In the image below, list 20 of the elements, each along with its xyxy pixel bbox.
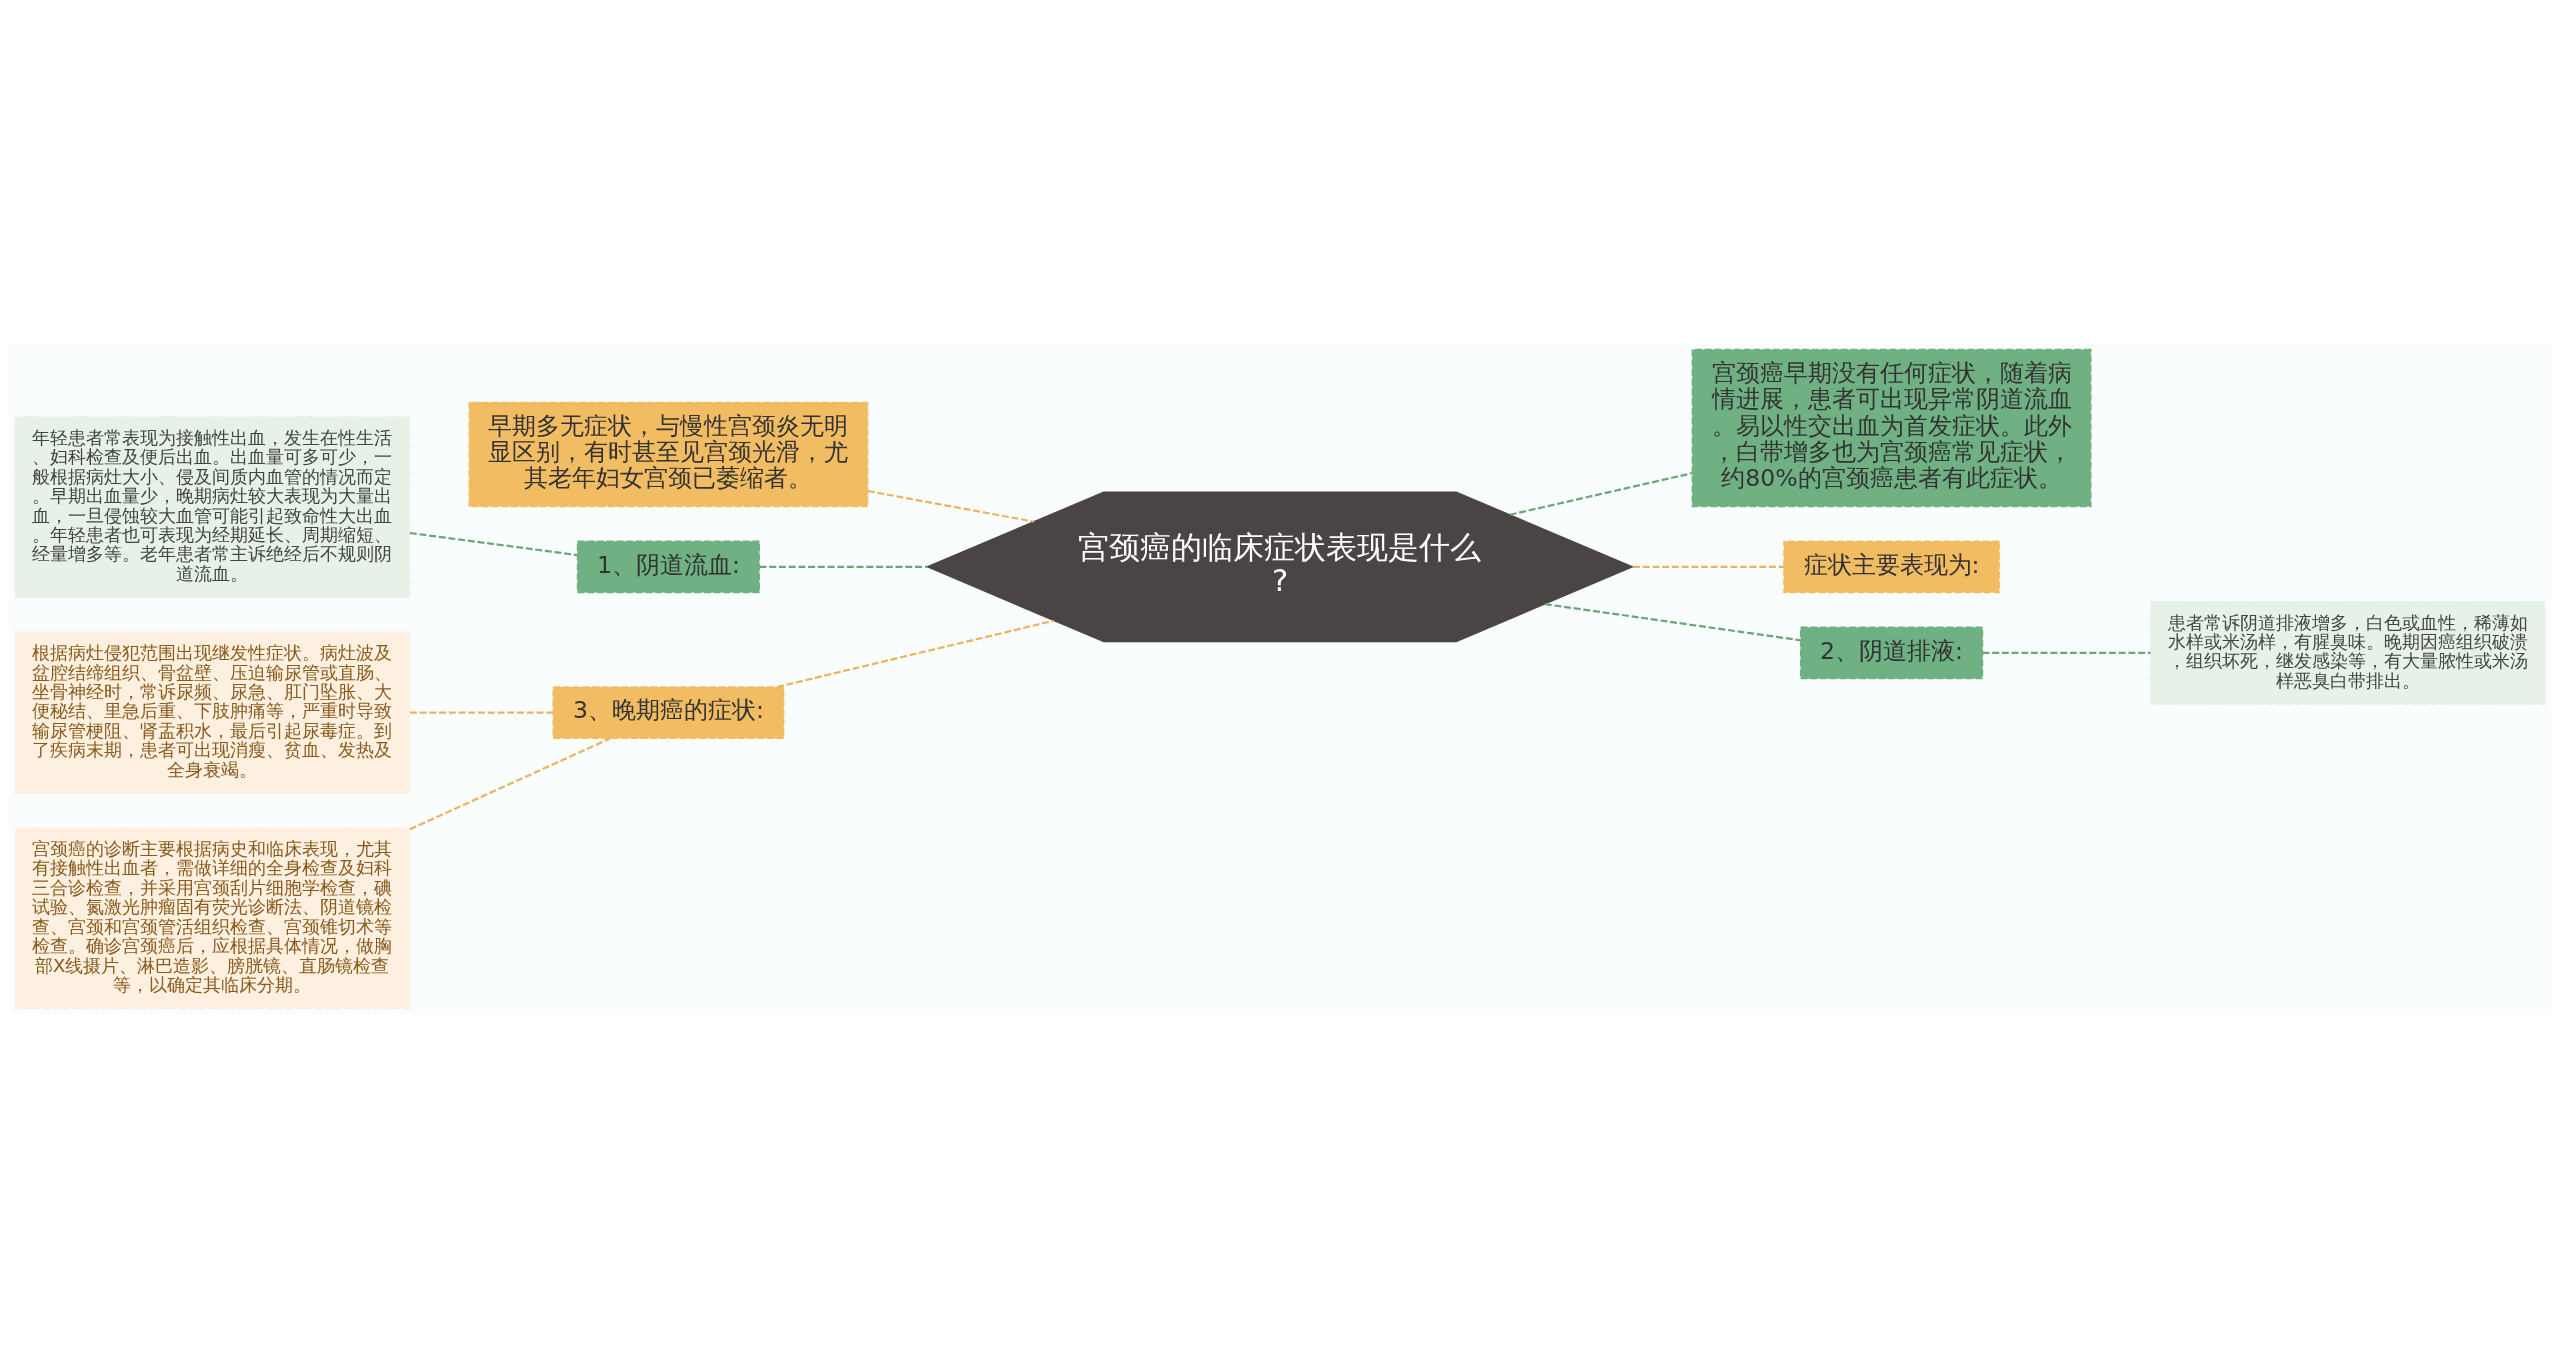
connector (759, 565, 927, 568)
node-box: 患者常诉阴道排液增多，白色或血性，稀薄如水样或米汤样，有腥臭味。晚期因癌组织破溃，组织坏死，继发感染等，有大量脓性或米汤样恶臭白带排出。 (2149, 600, 2546, 706)
connector (1632, 565, 1784, 568)
connector (409, 711, 553, 714)
connector (409, 737, 611, 831)
node-box: 年轻患者常表现为接触性出血，发生在性生活、妇科检查及便后出血。出血量可多可少，一般根据病灶大小、侵及间质内血管的情况而定。早期出血量少，晚期病灶较大表现为大量出血，一旦侵蚀较大血管可能引起致命性大出血。年轻患者也可表现为经期延长、周期缩短、经量增多等。老年患者常主诉绝经后不规则阴道流血。 (14, 416, 411, 599)
node-box: 2、阴道排液: (1799, 626, 1984, 680)
connector (1509, 472, 1693, 516)
connector (777, 619, 1054, 689)
node-box: 3、晚期癌的症状: (552, 686, 785, 740)
connector (867, 489, 1034, 523)
connector (1544, 603, 1801, 642)
connector (409, 531, 578, 557)
node-box: 宫颈癌的诊断主要根据病史和临床表现，尤其有接触性出血者，需做详细的全身检查及妇科三合诊检查，并采用宫颈刮片细胞学检查，碘试验、氮激光肿瘤固有荧光诊断法、阴道镜检查、宫颈和宫颈管活组织检查、宫颈锥切术等检查。确诊宫颈癌后，应根据具体情况，做胸部X线摄片、淋巴造影、膀胱镜、直肠镜检查等，以确定其临床分期。 (14, 827, 411, 1010)
connector (1982, 651, 2151, 655)
node-box: 宫颈癌早期没有任何症状，随着病情进展，患者可出现异常阴道流血。易以性交出血为首发症状。此外，白带增多也为宫颈癌常见症状，约80%的宫颈癌患者有此症状。 (1691, 348, 2092, 508)
node-box: 早期多无症状，与慢性宫颈炎无明显区别，有时甚至见宫颈光滑，尤其老年妇女宫颈已萎缩者。 (468, 401, 869, 508)
node-box: 根据病灶侵犯范围出现继发性症状。病灶波及盆腔结缔组织、骨盆壁、压迫输尿管或直肠、坐骨神经时，常诉尿频、尿急、肛门坠胀、大便秘结、里急后重、下肢肿痛等，严重时导致输尿管梗阻、肾盂积水，最后引起尿毒症。到了疾病末期，患者可出现消瘦、贫血、发热及全身衰竭。 (14, 631, 411, 794)
node-box: 1、阴道流血: (576, 540, 761, 594)
node-box: 症状主要表现为: (1783, 540, 2000, 594)
